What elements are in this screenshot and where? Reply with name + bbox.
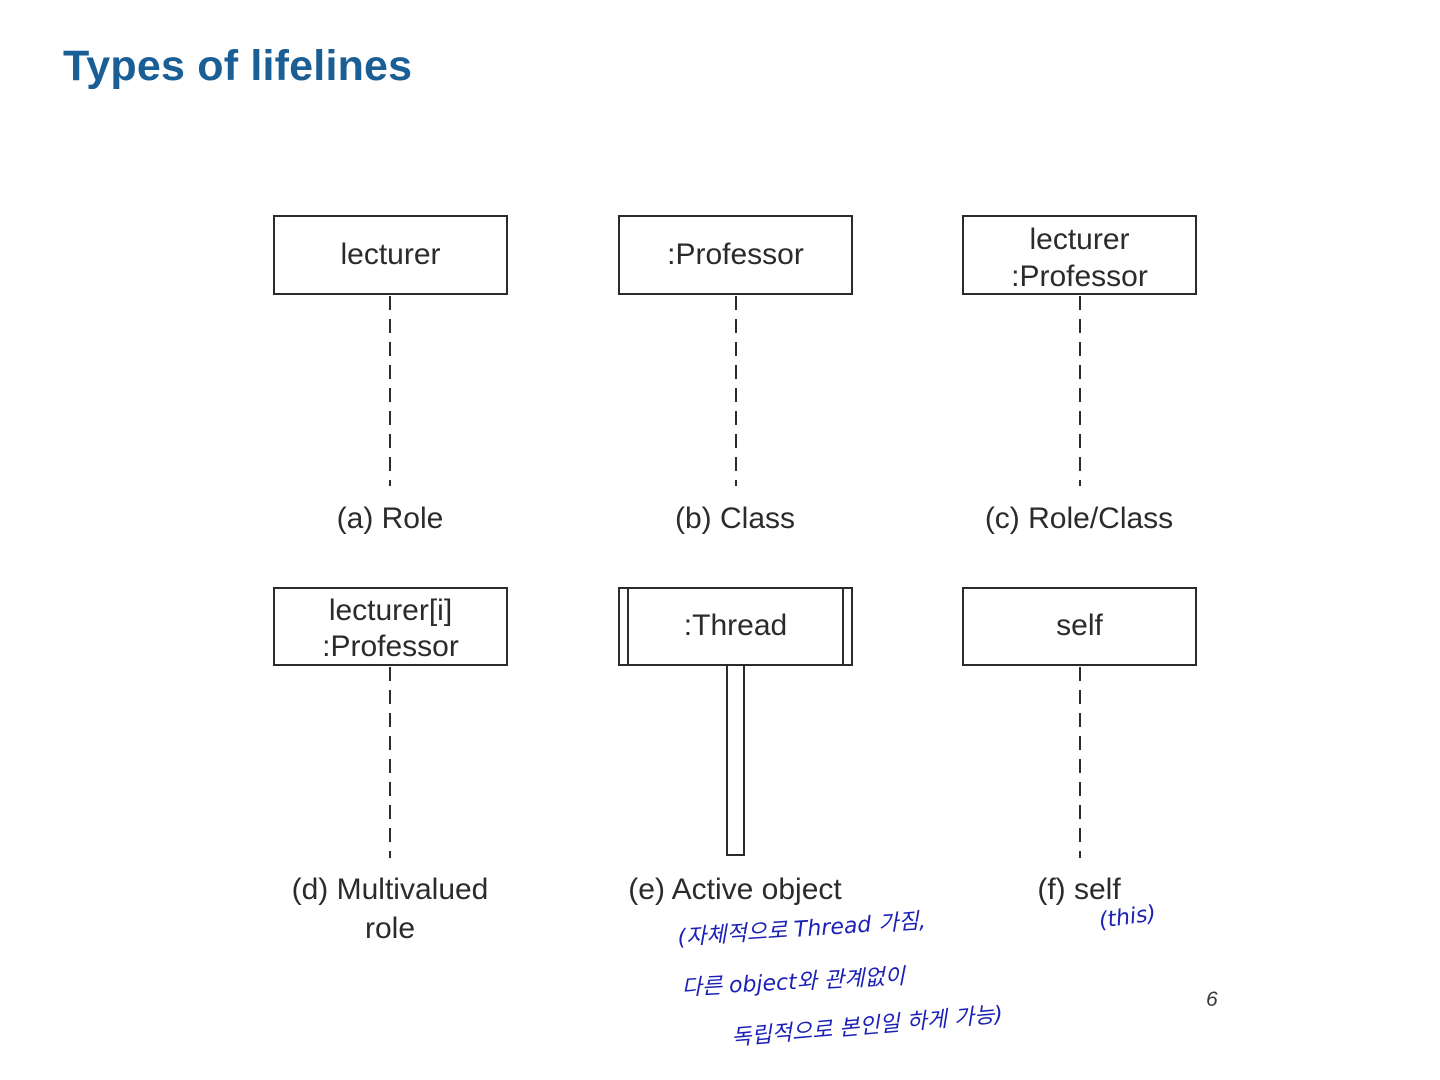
- lifeline-head-box: [618, 215, 853, 295]
- lifeline-caption: (f) self: [1037, 873, 1121, 906]
- lifeline-caption: (a) Role: [337, 502, 444, 535]
- lifeline-head-box: [273, 587, 508, 666]
- lifeline-caption-line2: role: [365, 912, 415, 945]
- lifeline-caption: (b) Class: [675, 502, 795, 535]
- lifeline-head-box: [618, 587, 853, 666]
- slide-title: Types of lifelines: [63, 42, 413, 90]
- lifeline-multivalued-role: lecturer[i] :Professor (d) Multivalued r…: [273, 587, 508, 945]
- lifeline-head-label: self: [1056, 609, 1103, 642]
- handwritten-note-line1: (자체적으로 Thread 가짐,: [677, 909, 927, 951]
- lifeline-head-box: [273, 215, 508, 295]
- lifeline-role: lecturer (a) Role: [273, 215, 508, 535]
- handwritten-note-line3: 독립적으로 본인일 하게 가능): [730, 1002, 1004, 1051]
- handwritten-note-line2: 다른 object와 관계없이: [681, 964, 907, 1001]
- lifeline-head-label: :Thread: [684, 609, 787, 642]
- lifeline-self: self (f) self: [962, 587, 1197, 906]
- lifeline-caption: (e) Active object: [628, 873, 842, 906]
- lifeline-head-label: lecturer: [340, 238, 440, 271]
- lifeline-active-object: :Thread (e) Active object: [618, 587, 853, 906]
- page-number: 6: [1206, 988, 1218, 1011]
- lifeline-class: :Professor (b) Class: [618, 215, 853, 535]
- handwritten-annotation-active-object: (자체적으로 Thread 가짐, 다른 object와 관계없이 독립적으로 …: [677, 909, 1004, 1051]
- lifeline-head-label-line1: lecturer: [1029, 223, 1129, 256]
- lifeline-head-box: [962, 215, 1197, 295]
- lifeline-caption: (c) Role/Class: [985, 502, 1173, 535]
- lifeline-head-box: [962, 587, 1197, 666]
- lifeline-head-label-line2: :Professor: [322, 630, 459, 663]
- lifeline-head-label-line1: lecturer[i]: [329, 594, 452, 627]
- lifeline-role-class: lecturer :Professor (c) Role/Class: [962, 215, 1197, 535]
- handwritten-note-this: (this): [1097, 901, 1157, 934]
- lifeline-caption-line1: (d) Multivalued: [292, 873, 489, 906]
- lifeline-head-label-line2: :Professor: [1011, 260, 1148, 293]
- lifeline-head-label: :Professor: [667, 238, 804, 271]
- lifeline-activation-bar: [726, 664, 745, 856]
